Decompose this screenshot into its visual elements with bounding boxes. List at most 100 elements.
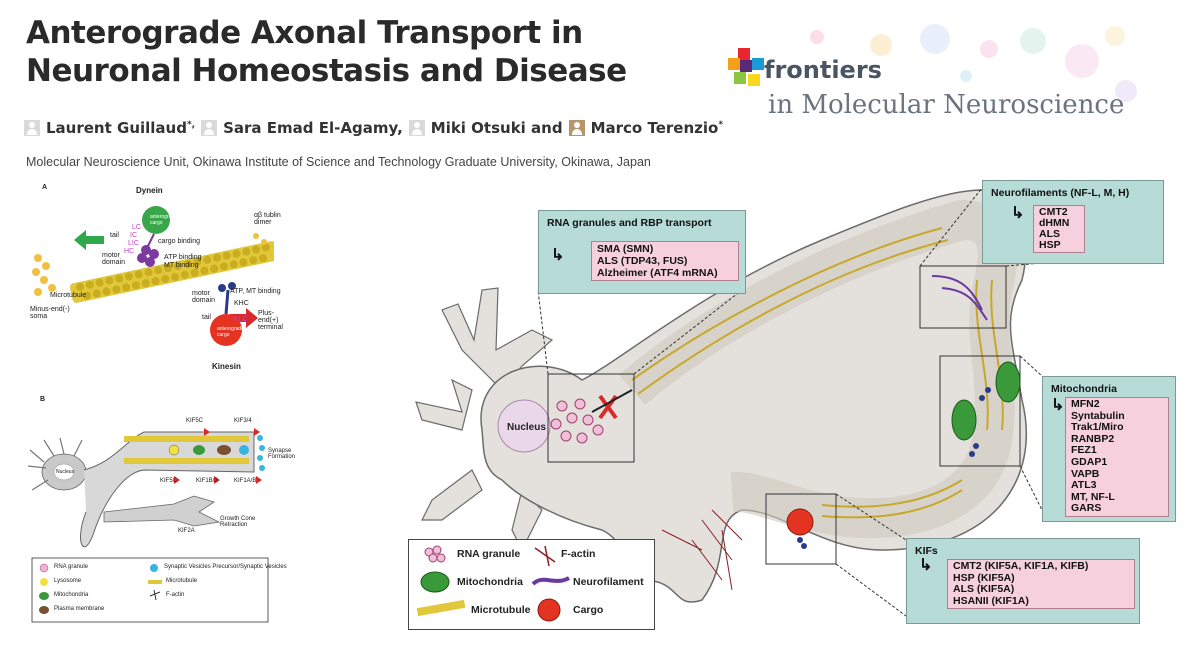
- disease-item: ALS (KIF5A): [953, 583, 1015, 595]
- plus-direction-arrow: [230, 308, 258, 328]
- label: tail: [110, 232, 119, 239]
- legend-item: Microtubule: [166, 578, 198, 584]
- disease-item: SMA (SMN): [597, 243, 654, 255]
- arrow-icon: ↳: [1011, 205, 1025, 222]
- article-title: Anterograde Axonal Transport in Neuronal…: [26, 14, 627, 90]
- label: tail: [202, 314, 211, 321]
- label: Minus-end(-) soma: [30, 306, 70, 320]
- disease-item: HSP (KIF5A): [953, 571, 1015, 584]
- gene-item: Trak1/Miro: [1071, 421, 1124, 434]
- author-list: Laurent Guillaud*, Sara Emad El-Agamy, M…: [24, 119, 729, 137]
- disease-list: MFN2 Syntabulin Trak1/Miro RANBP2 FEZ1 G…: [1065, 397, 1169, 517]
- legend-item: Mitochondria: [54, 592, 89, 598]
- arrow-icon: ↳: [919, 557, 933, 574]
- disease-item: ALS: [1039, 228, 1060, 240]
- label: MT binding: [164, 262, 199, 269]
- gene-item: Syntabulin: [1071, 409, 1125, 422]
- legend-item: Lysosome: [54, 578, 82, 584]
- title-line-1: Anterograde Axonal Transport in: [26, 15, 583, 51]
- gene-item: RANBP2: [1071, 432, 1115, 445]
- disease-list: CMT2 dHMN ALS HSP: [1033, 205, 1085, 253]
- rna-granules-box: RNA granules and RBP transport ↳ SMA (SM…: [538, 210, 746, 294]
- panel-letter: B: [40, 396, 46, 403]
- disease-item: CMT2 (KIF5A, KIF1A, KIFB): [953, 560, 1089, 572]
- avatar-icon: [201, 120, 218, 136]
- author-3[interactable]: Miki Otsuki and: [430, 119, 563, 137]
- arrow-icon: ↳: [1051, 397, 1065, 414]
- kif-label: KIF1A/B: [234, 478, 257, 484]
- box-header: Mitochondria: [1051, 383, 1117, 395]
- gene-item: VAPB: [1071, 467, 1100, 480]
- legend-item: Synaptic Vesicles Precursor/Synaptic Ves…: [164, 564, 287, 570]
- legend-item: Microtubule: [471, 604, 531, 616]
- author-2[interactable]: Sara Emad El-Agamy,: [223, 119, 403, 137]
- legend-item: Plasma membrane: [54, 606, 105, 612]
- label: Synapse Formation: [268, 448, 296, 460]
- arrow-icon: ↳: [551, 247, 565, 264]
- label: HC: [124, 248, 135, 255]
- label: Kinesin: [212, 362, 241, 371]
- label: anterograde cargo: [217, 326, 244, 338]
- minus-direction-arrow: [74, 230, 104, 250]
- avatar-photo-icon: [568, 120, 585, 136]
- main-neuron-figure: Nucleus RNA granules and RBP transport ↳…: [402, 180, 1192, 632]
- label: LC: [132, 224, 141, 231]
- gene-item: FEZ1: [1071, 444, 1097, 457]
- legend-item: RNA granule: [457, 548, 521, 560]
- label: Dynein: [136, 186, 163, 195]
- label: LIC: [128, 240, 139, 247]
- title-line-2: Neuronal Homeostasis and Disease: [26, 53, 627, 89]
- legend-item: F-actin: [166, 592, 185, 598]
- kif-label: KIF1B/3: [196, 478, 218, 484]
- label: KLC: [234, 316, 248, 323]
- gene-item: MT, NF-L: [1071, 490, 1115, 503]
- figure-panel-b: B KIF5C KIF3/4 KIF5C KIF1B/3 KIF1A/B Syn…: [24, 392, 295, 628]
- legend-item: Neurofilament: [573, 576, 644, 588]
- disease-list: SMA (SMN) ALS (TDP43, FUS) Alzheimer (AT…: [591, 241, 739, 281]
- label: KHC: [234, 300, 249, 307]
- label: KIF2A: [178, 528, 195, 534]
- label: cargo binding: [158, 238, 201, 245]
- microtubule-illustration: [69, 241, 274, 303]
- neurofilaments-box: Neurofilaments (NF-L, M, H) ↳ CMT2 dHMN …: [982, 180, 1164, 264]
- legend-item: F-actin: [561, 548, 596, 560]
- avatar-icon: [24, 120, 40, 136]
- disease-item: Alzheimer (ATF4 mRNA): [597, 267, 718, 279]
- kifs-box: KIFs ↳ CMT2 (KIF5A, KIF1A, KIFB) HSP (KI…: [906, 538, 1140, 624]
- figure-legend: RNA granule F-actin Mitochondria Neurofi…: [408, 539, 655, 630]
- kif-label: KIF5C: [186, 418, 204, 424]
- journal-logo: frontiers in Molecular Neuroscience: [720, 24, 1140, 130]
- nucleus-label: Nucleus: [507, 422, 546, 433]
- label: ATP binding: [164, 254, 202, 261]
- legend-item: Cargo: [573, 604, 604, 616]
- gene-item: ATL3: [1071, 479, 1097, 492]
- cargo-illustration: [786, 508, 814, 536]
- gene-item: MFN2: [1071, 398, 1100, 410]
- disease-item: HSP: [1039, 239, 1061, 251]
- label: Nucleus: [56, 469, 75, 475]
- label: IC: [130, 232, 137, 239]
- affiliation: Molecular Neuroscience Unit, Okinawa Ins…: [26, 155, 651, 169]
- legend-item: Mitochondria: [457, 576, 523, 588]
- author-4[interactable]: Marco Terenzio*: [590, 119, 724, 137]
- avatar-icon: [408, 120, 425, 136]
- disease-item: ALS (TDP43, FUS): [597, 255, 688, 267]
- label: anterograde cargo: [150, 214, 177, 226]
- label: Microtubule: [50, 292, 87, 299]
- box-header: Neurofilaments (NF-L, M, H): [991, 187, 1130, 199]
- author-1[interactable]: Laurent Guillaud*,: [46, 119, 196, 137]
- gene-item: GDAP1: [1071, 455, 1108, 468]
- panel-letter: A: [42, 184, 48, 191]
- frontiers-cube-icon: [728, 48, 764, 86]
- logo-journal-name: in Molecular Neuroscience: [768, 90, 1125, 120]
- logo-wordmark: frontiers: [764, 56, 882, 84]
- label: motor domain: [192, 290, 215, 304]
- label: Plus-end(+) terminal: [258, 310, 283, 331]
- figure-panel-a: A Dynein anterograde cargo cargo binding…: [24, 180, 283, 390]
- disease-item: CMT2: [1039, 206, 1068, 218]
- disease-item: dHMN: [1039, 217, 1070, 229]
- mitochondria-box: Mitochondria ↳ MFN2 Syntabulin Trak1/Mir…: [1042, 376, 1176, 522]
- box-header: KIFs: [915, 545, 938, 557]
- label: αβ tublin dimer: [254, 212, 281, 226]
- label: ATP, MT binding: [230, 288, 281, 295]
